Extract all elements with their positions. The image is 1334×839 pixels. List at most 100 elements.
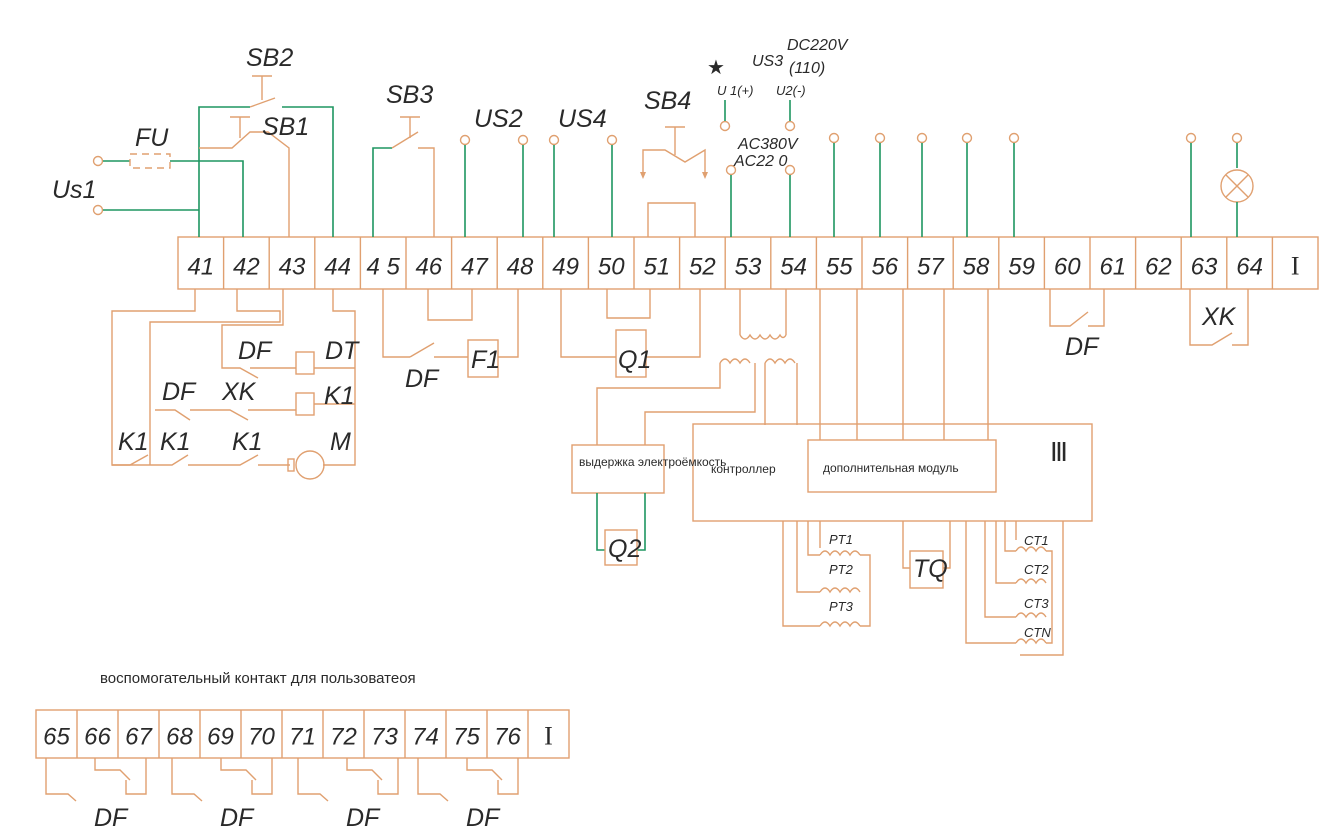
aux-contact-wire bbox=[497, 758, 519, 795]
aux-df-label-3: DF bbox=[466, 804, 501, 832]
aux-df-label-1: DF bbox=[220, 804, 255, 832]
pt2-label: PT2 bbox=[829, 562, 854, 577]
aux-contacts: DF DF DF DF bbox=[45, 758, 519, 832]
us3-label: US3 bbox=[752, 53, 783, 70]
aux-terminal-2: 67 bbox=[125, 724, 153, 751]
left-control-circuit bbox=[111, 289, 356, 480]
sb4-label: SB4 bbox=[644, 87, 691, 115]
aux-contact-wire bbox=[417, 758, 449, 802]
u1-label: U 1(+) bbox=[717, 83, 753, 98]
u2-label: U2(-) bbox=[776, 83, 806, 98]
aux-contact-wire bbox=[377, 758, 399, 795]
ct3-label: CT3 bbox=[1024, 596, 1049, 611]
aux-terminal-1: 66 bbox=[84, 724, 111, 751]
aux-contact-wire bbox=[45, 758, 77, 802]
controller-area bbox=[571, 289, 1093, 656]
aux-terminal-6: 71 bbox=[289, 724, 316, 751]
main-terminal-18: 59 bbox=[1008, 253, 1035, 280]
aux-terminal-0: 65 bbox=[43, 724, 70, 751]
main-block-mark: I bbox=[1291, 251, 1300, 280]
main-terminal-21: 62 bbox=[1145, 253, 1172, 280]
aux-contact-wire bbox=[466, 758, 503, 781]
aux-terminal-7: 72 bbox=[330, 724, 357, 751]
df-contact-label: DF bbox=[238, 337, 273, 365]
middle-circuit bbox=[382, 289, 1249, 445]
main-terminal-9: 50 bbox=[598, 253, 625, 280]
aux-contact-wire bbox=[346, 758, 383, 781]
aux-terminal-3: 68 bbox=[166, 724, 193, 751]
star-icon: ★ bbox=[707, 55, 725, 79]
left-labels: DF DT DF XK K1 K1 K1 K1 M bbox=[118, 337, 360, 456]
ct2-label: CT2 bbox=[1024, 562, 1049, 577]
us4-label: US4 bbox=[558, 105, 607, 133]
tq-label: TQ bbox=[913, 555, 948, 583]
k1-contact-c-label: K1 bbox=[232, 428, 263, 456]
main-terminal-2: 43 bbox=[279, 253, 306, 280]
dc-alt-label: (110) bbox=[789, 60, 825, 77]
main-terminal-17: 58 bbox=[963, 253, 990, 280]
main-terminal-13: 54 bbox=[780, 253, 807, 280]
aux-terminal-10: 75 bbox=[453, 724, 480, 751]
controller-box bbox=[692, 423, 1093, 522]
main-terminal-4: 4 5 bbox=[367, 253, 401, 280]
main-terminal-1: 42 bbox=[233, 253, 260, 280]
sb2-label: SB2 bbox=[246, 44, 293, 72]
aux-contact-wire bbox=[171, 758, 203, 802]
xk-label: XK bbox=[221, 378, 257, 406]
module-label: дополнительная модуль bbox=[823, 461, 959, 475]
main-terminal-6: 47 bbox=[461, 253, 489, 280]
motor-label: M bbox=[330, 428, 351, 456]
main-terminal-19: 60 bbox=[1054, 253, 1081, 280]
df-contact2-label: DF bbox=[162, 378, 197, 406]
aux-contact-wire bbox=[94, 758, 131, 781]
main-terminal-7: 48 bbox=[507, 253, 534, 280]
dt-label: DT bbox=[325, 337, 360, 365]
aux-terminal-4: 69 bbox=[207, 724, 234, 751]
sb1-label: SB1 bbox=[262, 113, 309, 141]
aux-df-label-0: DF bbox=[94, 804, 129, 832]
main-terminal-20: 61 bbox=[1099, 253, 1126, 280]
main-terminal-14: 55 bbox=[826, 253, 853, 280]
f1-label: F1 bbox=[471, 346, 500, 374]
k1-contact-b-label: K1 bbox=[160, 428, 191, 456]
sb3-label: SB3 bbox=[386, 81, 433, 109]
dc-label: DC220V bbox=[787, 37, 849, 54]
q1-label: Q1 bbox=[618, 346, 651, 374]
k1-coil-label: K1 bbox=[324, 382, 355, 410]
ac220-label: AC22 0 bbox=[733, 153, 787, 170]
us1-label: Us1 bbox=[52, 176, 96, 204]
pt3-label: PT3 bbox=[829, 599, 854, 614]
main-frame bbox=[177, 236, 1319, 290]
capacitor-hold-label: выдержка электроёмкость bbox=[579, 455, 726, 469]
df-sb3-label: DF bbox=[405, 365, 440, 393]
main-terminal-12: 53 bbox=[735, 253, 762, 280]
q2-label: Q2 bbox=[608, 535, 641, 563]
aux-df-label-2: DF bbox=[346, 804, 381, 832]
main-terminal-23: 64 bbox=[1236, 253, 1263, 280]
main-terminal-0: 41 bbox=[187, 253, 214, 280]
aux-terminal-5: 70 bbox=[248, 724, 275, 751]
aux-terminal-8: 73 bbox=[371, 724, 398, 751]
xk-63-label: XK bbox=[1201, 303, 1237, 331]
controller-labels: выдержка электроёмкость контроллер допол… bbox=[579, 438, 1068, 640]
ct1-label: CT1 bbox=[1024, 533, 1049, 548]
df-60-label: DF bbox=[1065, 333, 1100, 361]
top-feed-wiring bbox=[92, 75, 1254, 237]
aux-terminal-9: 74 bbox=[412, 724, 439, 751]
controller-label: контроллер bbox=[711, 462, 776, 476]
main-terminal-15: 56 bbox=[871, 253, 898, 280]
aux-title: воспомогательный контакт для пользоватео… bbox=[100, 670, 416, 687]
middle-labels: DF F1 Q1 DF XK bbox=[405, 303, 1237, 393]
main-terminal-10: 51 bbox=[643, 253, 670, 280]
main-terminal-3: 44 bbox=[324, 253, 351, 280]
ac380-label: AC380V bbox=[737, 136, 799, 153]
aux-frame bbox=[35, 709, 570, 759]
capacitor-hold-box bbox=[571, 444, 665, 494]
k1-contact-a-label: K1 bbox=[118, 428, 149, 456]
aux-terminal-11: 76 bbox=[494, 724, 521, 751]
main-terminal-16: 57 bbox=[917, 253, 945, 280]
aux-contact-wire bbox=[125, 758, 147, 795]
